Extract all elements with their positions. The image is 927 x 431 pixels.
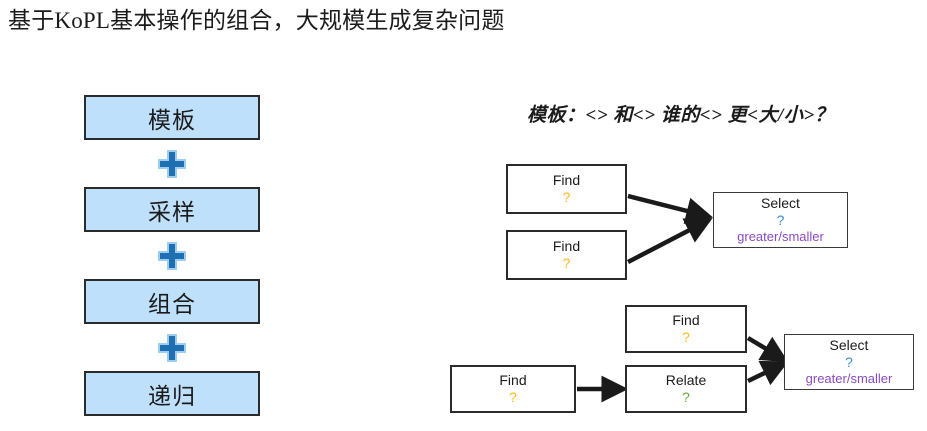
flow-node-placeholder: ?: [562, 255, 571, 271]
flow-node-subtitle: greater/smaller: [805, 371, 893, 386]
plus-icon: [158, 149, 186, 178]
flow-node-find-1[interactable]: Find ?: [506, 164, 627, 214]
flow-node-select-1[interactable]: Select ? greater/smaller: [713, 192, 848, 248]
flow-node-title: Select: [829, 337, 869, 353]
flow-node-title: Find: [552, 238, 581, 254]
flow-node-title: Relate: [665, 372, 707, 388]
pipeline-connector-3: [84, 324, 260, 371]
pipeline-step-template[interactable]: 模板: [84, 95, 260, 140]
page-title: 基于KoPL基本操作的组合，大规模生成复杂问题: [8, 8, 505, 33]
edge-find4-select2: [746, 336, 789, 363]
flow-node-find-4[interactable]: Find ?: [625, 305, 747, 353]
pipeline-step-composition[interactable]: 组合: [84, 279, 260, 324]
pipeline-connector-2: [84, 232, 260, 279]
pipeline-step-label: 模板: [148, 107, 196, 133]
pipeline-step-label: 递归: [148, 383, 196, 409]
flow-node-title: Find: [552, 172, 581, 188]
plus-icon: [158, 333, 186, 362]
plus-icon: [158, 241, 186, 270]
pipeline-step-label: 采样: [148, 199, 196, 225]
pipeline-step-sampling[interactable]: 采样: [84, 187, 260, 232]
flow-node-subtitle: greater/smaller: [737, 229, 824, 244]
flow-node-placeholder: ?: [562, 189, 571, 205]
flow-node-title: Select: [761, 195, 800, 211]
flow-node-title: Find: [499, 372, 527, 388]
flow-node-relate-1[interactable]: Relate ?: [625, 365, 747, 413]
edge-find2-select1: [626, 218, 713, 264]
flow-node-placeholder: ?: [776, 212, 785, 228]
flow-node-find-2[interactable]: Find ?: [506, 230, 627, 280]
pipeline-column: 模板 采样 组合 递归: [84, 95, 260, 416]
pipeline-connector-1: [84, 140, 260, 187]
flow-node-placeholder: ?: [682, 329, 690, 345]
flow-node-select-2[interactable]: Select ? greater/smaller: [784, 334, 914, 390]
flow-node-find-3[interactable]: Find ?: [450, 365, 576, 413]
edge-relate1-select2: [747, 360, 789, 386]
flow-node-title: Find: [672, 312, 700, 328]
flow-node-placeholder: ?: [682, 389, 690, 405]
flow-node-placeholder: ?: [509, 389, 517, 405]
edge-find1-select1: [627, 193, 714, 225]
pipeline-step-recursion[interactable]: 递归: [84, 371, 260, 416]
pipeline-step-label: 组合: [148, 291, 196, 317]
template-sentence: 模板：<> 和<> 谁的<> 更<大/小>？: [527, 105, 835, 126]
flow-node-placeholder: ?: [845, 354, 853, 370]
